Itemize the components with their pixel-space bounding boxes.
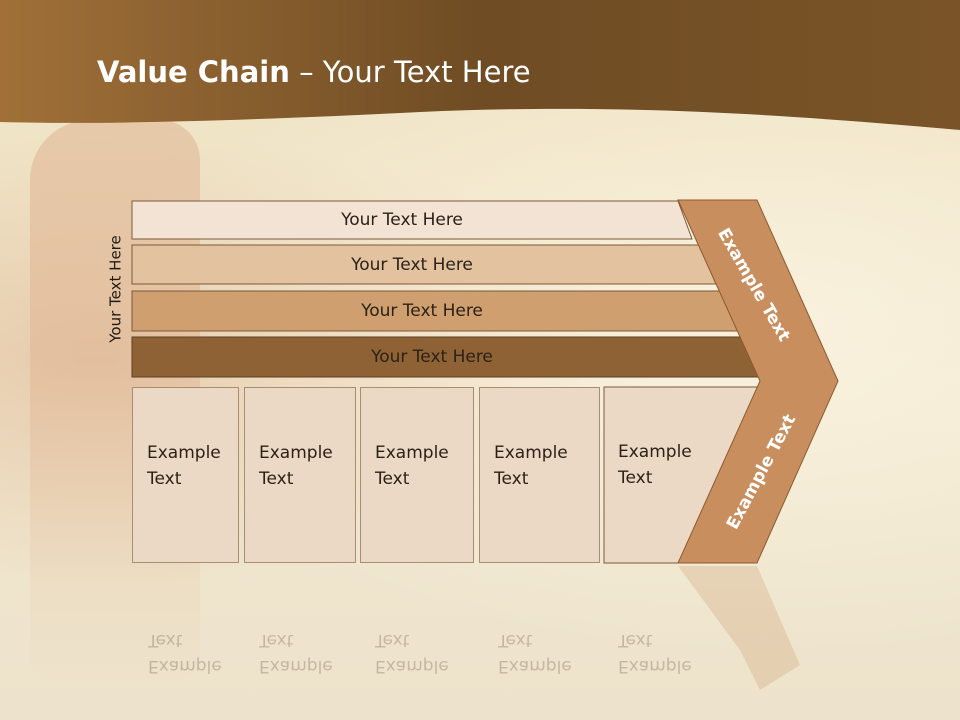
box-1-line2: Text [147, 469, 182, 489]
title-bold: Value Chain [97, 55, 290, 89]
box-5-line2: Text [618, 468, 653, 488]
chevron-shape [677, 199, 839, 564]
bar-4: Your Text Here [132, 338, 752, 376]
bar-4-label: Your Text Here [371, 347, 493, 367]
box-3-line2: Text [375, 469, 410, 489]
box-1-line1: Example [147, 443, 221, 463]
box-2-line1: Example [259, 443, 333, 463]
activity-box-4: Example Text [479, 387, 600, 563]
chevron-reflection [678, 566, 800, 690]
bar-1-shape [131, 200, 693, 240]
box-4-line2: Text [494, 469, 529, 489]
slide-title: Value Chain – Your Text Here [97, 55, 531, 89]
bar-2-label: Your Text Here [351, 255, 473, 275]
header-band [0, 0, 960, 130]
title-rest: – Your Text Here [289, 55, 531, 89]
box-2-line2: Text [259, 469, 294, 489]
activity-box-5: Example Text [604, 387, 714, 563]
activity-box-2: Example Text [244, 387, 356, 563]
bar-3: Your Text Here [132, 292, 732, 330]
bar-3-label: Your Text Here [361, 301, 483, 321]
bar-1: Your Text Here [132, 201, 692, 239]
bar-2: Your Text Here [132, 246, 712, 284]
box-3-line1: Example [375, 443, 449, 463]
box-5-line1: Example [618, 442, 692, 462]
box-4-line1: Example [494, 443, 568, 463]
bar-1-label: Your Text Here [341, 210, 463, 230]
activity-box-3: Example Text [360, 387, 474, 563]
activity-box-1: Example Text [132, 387, 239, 563]
